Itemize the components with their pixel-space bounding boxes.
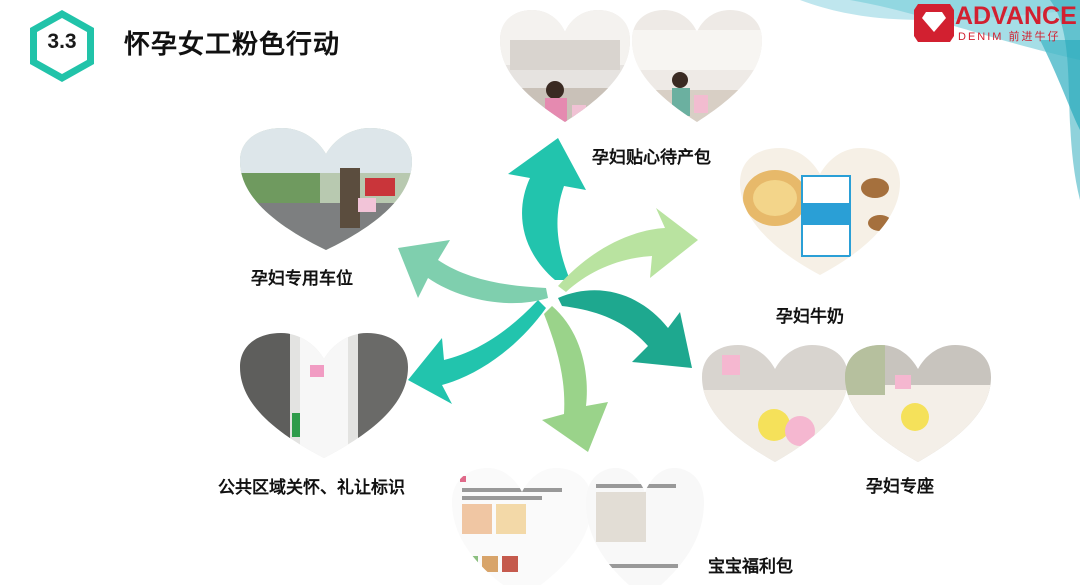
section-badge — [30, 10, 94, 82]
heart-photo-seat-1 — [702, 345, 848, 462]
label-gift-bag: 孕妇贴心待产包 — [592, 148, 711, 168]
heart-photo-signs — [240, 333, 408, 458]
heart-photo-gift-bag-2 — [632, 10, 762, 122]
heart-photo-baby-gift-2 — [586, 468, 704, 585]
heart-photo-baby-gift-1 — [452, 468, 592, 585]
heart-photo-gift-bag-1 — [500, 10, 630, 122]
heart-photo-seat-2 — [845, 345, 991, 462]
section-number: 3.3 — [47, 30, 77, 53]
label-baby-gift: 宝宝福利包 — [708, 557, 793, 577]
advance-logo — [914, 4, 954, 42]
heart-photo-milk — [740, 148, 900, 275]
label-seat: 孕妇专座 — [866, 477, 934, 497]
label-parking: 孕妇专用车位 — [251, 269, 353, 289]
label-signs: 公共区域关怀、礼让标识 — [218, 478, 405, 498]
label-milk: 孕妇牛奶 — [776, 307, 844, 327]
heart-photo-parking — [240, 128, 412, 250]
pinwheel-arrows — [398, 138, 698, 452]
logo-brand: ADVANCE — [955, 2, 1077, 30]
logo-sub: DENIM 前进牛仔 — [958, 31, 1061, 43]
page-title: 怀孕女工粉色行动 — [124, 30, 341, 60]
